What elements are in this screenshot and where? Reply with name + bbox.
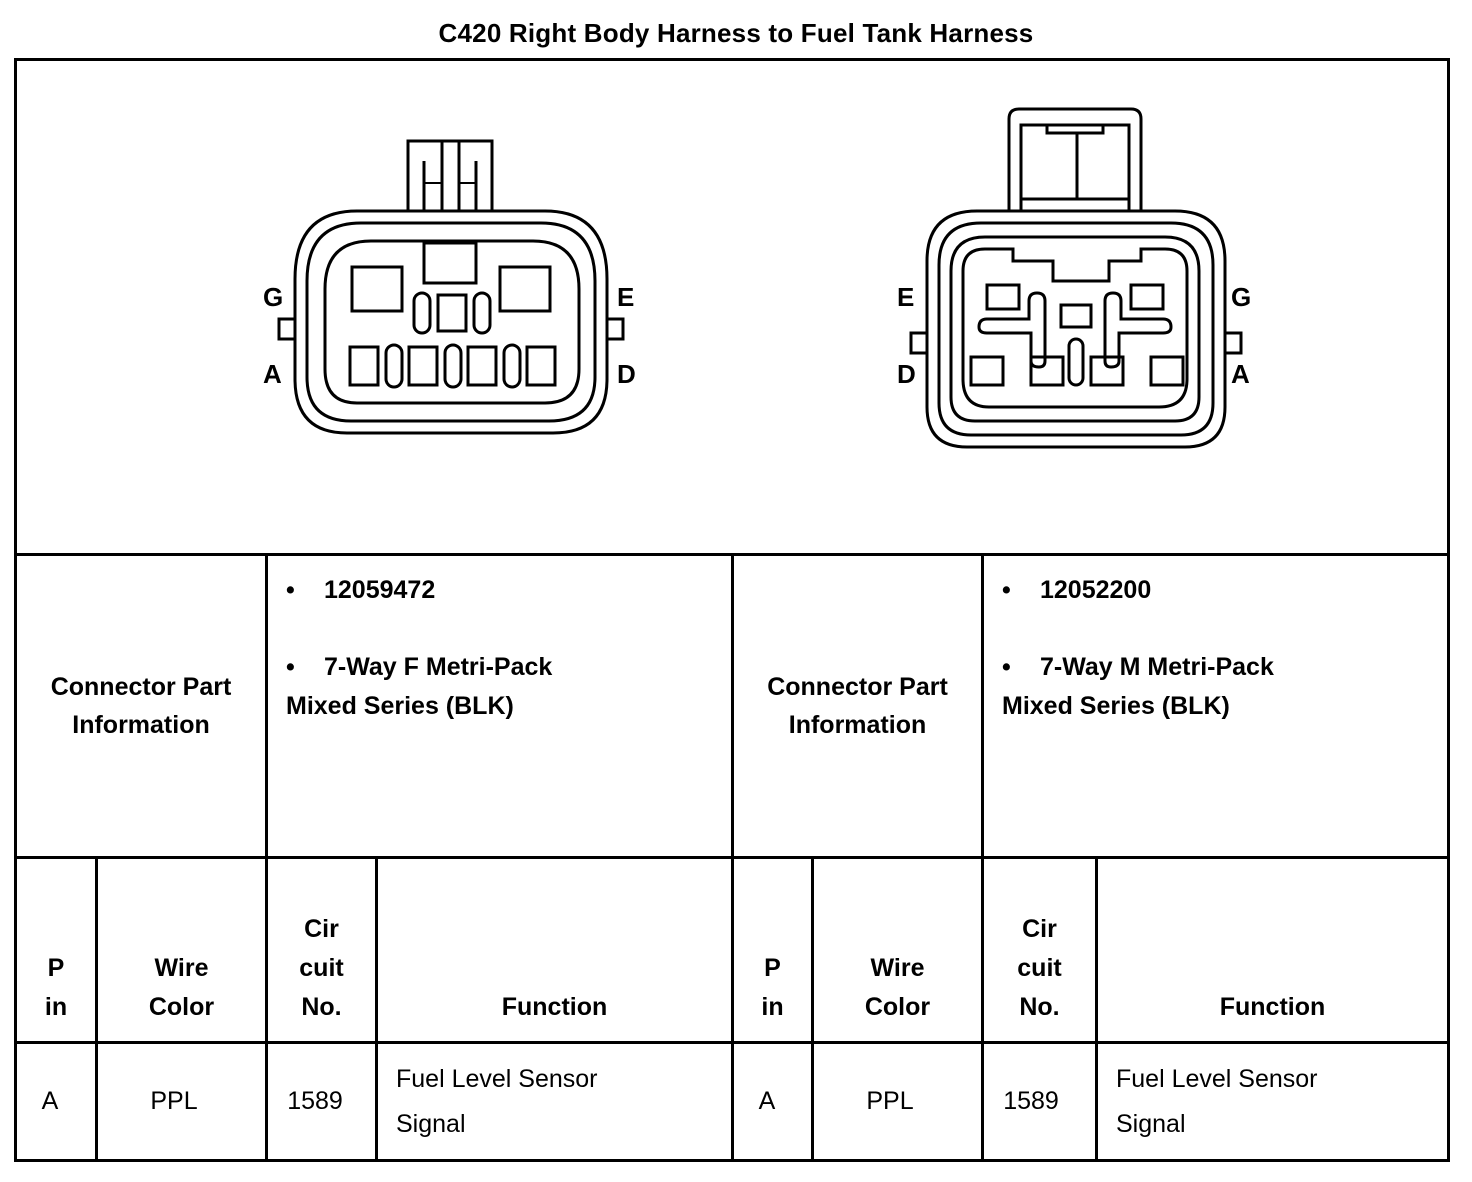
divider [981,553,984,1159]
right-col-header-function: Function [1219,993,1326,1021]
right-part-number: • 12052200 [1002,571,1447,610]
right-cell-wire-color: PPL [866,1087,914,1115]
left-cell-wire-color: PPL [150,1087,198,1115]
connector-diagrams: G A E D [17,61,1447,553]
bullet: • [1002,653,1011,681]
left-part-number: • 12059472 [286,571,731,610]
divider [731,553,734,1159]
info-label-line1: Connector Part [50,673,232,701]
info-label-line2: Information [72,711,210,739]
right-pin-label-top-right: G [1231,282,1251,312]
connector-table: G A E D [14,58,1450,1162]
page-title: C420 Right Body Harness to Fuel Tank Har… [438,18,1034,48]
left-connector-face [277,139,625,435]
right-pin-label-bottom-right: A [1231,359,1250,389]
left-pin-label-bottom-left: A [263,359,282,389]
part-number: 12059472 [324,576,436,604]
description-line2: Mixed Series (BLK) [286,692,514,720]
bullet: • [1002,576,1011,604]
left-pin-label-top-right: E [617,282,634,312]
right-pin-label-top-left: E [897,282,914,312]
divider [265,553,268,1159]
left-cell-circuit: 1589 [287,1087,343,1115]
part-number: 12052200 [1040,576,1152,604]
left-pin-label-top-left: G [263,282,283,312]
info-label-line2: Information [788,711,927,739]
connector-drawings: G A E D [263,107,1251,449]
divider [95,856,98,1159]
right-cell-circuit: 1589 [1003,1087,1059,1115]
divider [811,856,814,1159]
left-pin-label-bottom-right: D [617,359,636,389]
info-label-line1: Connector Part [767,673,948,701]
left-cell-pin: A [41,1087,59,1115]
left-col-header-function: Function [501,993,608,1021]
right-connector-face [909,107,1243,449]
description-line2: Mixed Series (BLK) [1002,692,1230,720]
right-cell-pin: A [758,1087,776,1115]
right-pin-label-bottom-left: D [897,359,916,389]
divider [1095,856,1098,1159]
bullet: • [286,576,295,604]
description-line1: 7-Way M Metri-Pack [1040,653,1274,681]
description-line1: 7-Way F Metri-Pack [324,653,553,681]
divider [375,856,378,1159]
bullet: • [286,653,295,681]
